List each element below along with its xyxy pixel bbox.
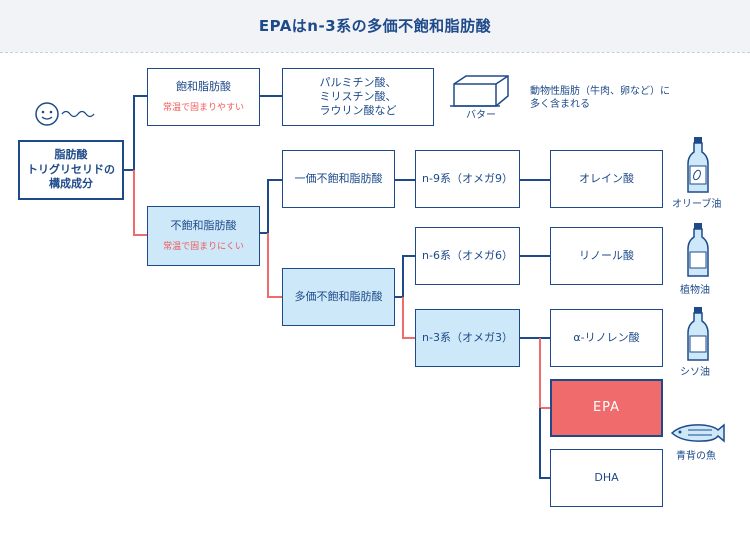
unsaturated-fatty-acid-box: 不飽和脂肪酸 常温で固まりにくい	[147, 206, 260, 266]
link-root-saturated	[122, 95, 147, 171]
linoleic-label: リノール酸	[579, 248, 634, 262]
page-title: EPAはn-3系の多価不飽和脂肪酸	[258, 17, 492, 35]
mono-unsaturated-box: 一価不飽和脂肪酸	[282, 150, 395, 208]
dha-box: DHA	[550, 449, 663, 507]
saturated-fatty-acid-box: 飽和脂肪酸 常温で固まりやすい	[147, 68, 260, 126]
poly-label: 多価不飽和脂肪酸	[294, 289, 383, 303]
vegetable-oil-label: 植物油	[680, 285, 710, 296]
butter-label: バター	[466, 110, 496, 121]
oleic-acid-box: オレイン酸	[550, 150, 663, 208]
link-root-unsaturated	[133, 170, 147, 236]
saturated-label: 飽和脂肪酸	[176, 80, 231, 93]
oleic-label: オレイン酸	[579, 171, 634, 185]
root-line2: トリグリセリドの	[27, 162, 115, 176]
link-unsaturated-poly	[267, 233, 282, 298]
link-n3-dha	[539, 408, 550, 479]
fish-icon	[668, 422, 726, 444]
root-fatty-acid-box: 脂肪酸 トリグリセリドの 構成成分	[18, 140, 124, 200]
alpha-linolenic-label: α-リノレン酸	[573, 330, 640, 344]
butter-icon	[448, 74, 512, 110]
unsaturated-label: 不飽和脂肪酸	[170, 219, 237, 232]
alpha-linolenic-acid-box: α-リノレン酸	[550, 309, 663, 367]
link-poly-n6	[395, 255, 415, 298]
mono-label: 一価不飽和脂肪酸	[294, 171, 383, 185]
epa-box: EPA	[550, 379, 663, 437]
perilla-oil-label: シソ油	[680, 367, 710, 378]
smiley-face-icon	[34, 100, 110, 130]
olive-oil-label: オリーブ油	[672, 199, 722, 210]
link-poly-n3	[402, 297, 415, 339]
saturated-example-3: ラウリン酸など	[319, 103, 397, 117]
link-unsaturated-mono	[260, 179, 282, 234]
n6-box: n-6系（オメガ6）	[415, 227, 520, 285]
n3-box: n-3系（オメガ3）	[415, 309, 520, 367]
butter-caption-line1: 動物性脂肪（牛肉、卵など）に	[530, 86, 670, 97]
n9-box: n-9系（オメガ9）	[415, 150, 520, 208]
saturated-example-1: パルミチン酸、	[319, 76, 397, 90]
linoleic-acid-box: リノール酸	[550, 227, 663, 285]
vegetable-oil-bottle-icon	[686, 222, 710, 278]
n3-label: n-3系（オメガ3）	[422, 330, 513, 344]
n6-label: n-6系（オメガ6）	[422, 248, 513, 262]
perilla-oil-bottle-icon	[686, 306, 710, 362]
saturated-examples-box: パルミチン酸、 ミリスチン酸、 ラウリン酸など	[282, 68, 434, 126]
blue-fish-label: 青背の魚	[676, 451, 716, 462]
epa-label: EPA	[592, 400, 621, 416]
poly-unsaturated-box: 多価不飽和脂肪酸	[282, 268, 395, 326]
saturated-example-2: ミリスチン酸、	[319, 90, 397, 104]
butter-caption: 動物性脂肪（牛肉、卵など）に 多く含まれる	[530, 85, 670, 111]
link-n3-epa	[539, 338, 550, 409]
saturated-note: 常温で固まりやすい	[162, 102, 244, 113]
root-line3: 構成成分	[49, 177, 93, 191]
unsaturated-note: 常温で固まりにくい	[163, 241, 244, 252]
root-line1: 脂肪酸	[54, 147, 88, 161]
n9-label: n-9系（オメガ9）	[422, 171, 513, 185]
dha-label: DHA	[594, 470, 619, 484]
olive-oil-bottle-icon	[686, 136, 710, 194]
butter-caption-line2: 多く含まれる	[530, 99, 590, 110]
